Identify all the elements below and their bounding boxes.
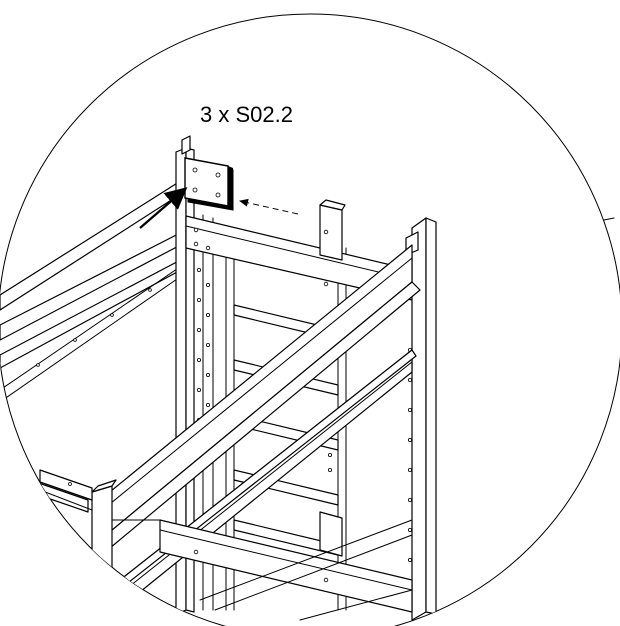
bottom-front-beam: [111, 519, 413, 613]
lower-left-post: [29, 469, 117, 626]
frame-structure: [0, 135, 437, 626]
dashed-arrow-icon: [239, 198, 299, 215]
right-mid-post: [319, 199, 346, 557]
solid-arrow-icon: [139, 187, 188, 229]
mounting-bracket-icon: [184, 157, 234, 211]
circle-edge-tick: [603, 217, 615, 221]
detail-circle: [0, 13, 620, 626]
part-label: 3 x S02.2: [200, 102, 293, 127]
front-diagonal-beam: [99, 244, 421, 549]
front-right-post: [405, 217, 437, 621]
bottom-cross-pieces: [199, 519, 413, 621]
